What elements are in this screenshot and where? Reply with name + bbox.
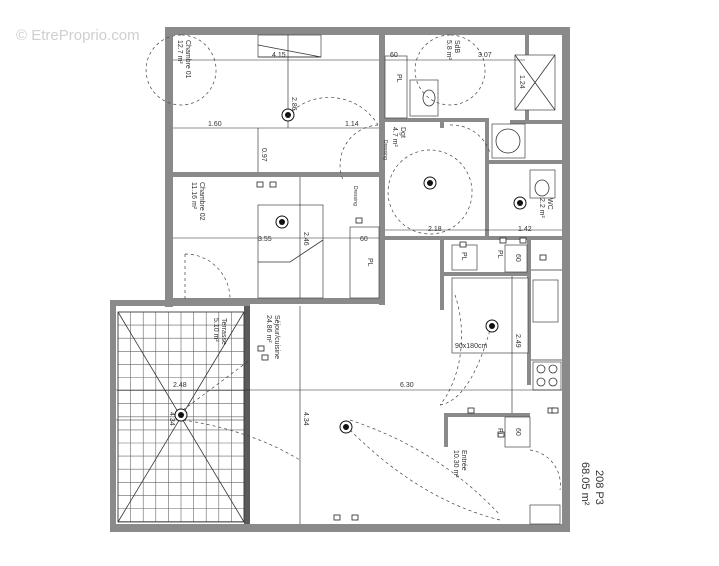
closet-5: [504, 416, 531, 448]
door-swings: [145, 34, 561, 521]
dim-text: 2.18: [428, 226, 442, 233]
dim-text: 1.24: [518, 75, 525, 89]
electrical-outlet: [499, 237, 507, 244]
pl-label: PL: [366, 258, 373, 267]
entrance-cabinet: [529, 504, 561, 525]
ceiling-light: [423, 176, 437, 190]
room-area-sejour: 24.86 m²: [265, 315, 272, 343]
apartment-id: 208 P3: [593, 470, 605, 505]
misc-labels: PL PL PL PL PL 90x180cm Dressing Dressin…: [352, 74, 503, 437]
dim-text: 1.42: [518, 226, 532, 233]
apartment-area: 68.05 m²: [579, 462, 591, 506]
dimension-lines: [116, 35, 562, 524]
room-name-chambre2: Chambre 02: [198, 182, 205, 221]
dim-text: 1.60: [208, 121, 222, 128]
pl-label: PL: [460, 252, 467, 261]
dressing-label: Dressing: [352, 186, 358, 206]
dim-text: 60: [514, 254, 521, 262]
electrical-outlet: [261, 354, 269, 361]
dimension-texts: 4.15 1.60 1.14 2.86 0.97 60 3.07 1.24 3.…: [168, 52, 532, 436]
kitchen-sink: [532, 279, 559, 323]
pl-label: PL: [496, 428, 503, 437]
electrical-outlet: [551, 407, 559, 414]
room-area-terrasse: 5.10 m²: [212, 318, 219, 342]
electrical-outlet: [467, 407, 475, 414]
bed-chambre1: [257, 34, 322, 58]
apartment-label: 208 P3 68.05 m²: [579, 462, 605, 506]
room-name-chambre1: Chambre 01: [184, 40, 191, 79]
room-name-sejour: Séjour/cuisine: [273, 315, 280, 359]
fixtures: [257, 34, 562, 525]
outlets: [256, 181, 559, 521]
dressing-label: Dressing: [382, 140, 388, 160]
pl-label: PL: [395, 74, 402, 83]
electrical-outlet: [519, 237, 527, 244]
wc-toilet: [529, 169, 556, 199]
outer-walls: [110, 27, 570, 532]
electrical-outlet: [351, 514, 359, 521]
dim-text: 2.48: [173, 382, 187, 389]
electrical-outlet: [256, 181, 264, 188]
dim-text: 2.86: [290, 97, 297, 111]
ceiling-light: [281, 108, 295, 122]
dim-text: 60: [360, 236, 368, 243]
washing-machine: [491, 123, 526, 159]
cooktop: [532, 361, 562, 391]
bathroom-sink: [409, 79, 439, 117]
watermark: © EtreProprio.com: [16, 27, 140, 44]
room-name-entree: Entrée: [460, 450, 467, 471]
room-area-degt: 4.7 m²: [391, 127, 398, 148]
closet-4: [504, 244, 528, 273]
room-area-wc: 2.2 m²: [538, 198, 545, 219]
closet-1: [384, 55, 408, 119]
room-name-sdb: SdB: [453, 40, 460, 54]
room-name-wc: WC: [546, 198, 553, 210]
inner-walls: [173, 35, 562, 524]
electrical-outlet: [355, 217, 363, 224]
dim-text: 4.34: [168, 412, 175, 426]
ceiling-light: [485, 319, 499, 333]
room-name-terrasse: Terrasse: [220, 318, 227, 345]
electrical-outlet: [333, 514, 341, 521]
closet-2: [349, 226, 380, 299]
dim-text: 2.46: [302, 232, 309, 246]
electrical-outlet: [497, 431, 505, 438]
room-area-entree: 10.30 m²: [452, 450, 459, 478]
dim-text: 60: [390, 52, 398, 59]
closet-3: [451, 244, 478, 271]
terrace-frame: [117, 311, 245, 523]
light-fixtures: [174, 108, 527, 434]
shower-size-label: 90x180cm: [455, 343, 487, 350]
ceiling-light: [174, 408, 188, 422]
electrical-outlet: [257, 345, 265, 352]
bed-chambre2: [257, 204, 324, 299]
dim-text: 60: [514, 428, 521, 436]
shower-tray: [451, 277, 529, 354]
ceiling-light: [513, 196, 527, 210]
dim-text: 6.30: [400, 382, 414, 389]
ceiling-light: [339, 420, 353, 434]
electrical-outlet: [269, 181, 277, 188]
dim-text: 2.49: [514, 334, 521, 348]
ceiling-light: [275, 215, 289, 229]
dim-text: 4.15: [272, 52, 286, 59]
dim-text: 3.07: [478, 52, 492, 59]
dim-text: 1.14: [345, 121, 359, 128]
pl-label: PL: [496, 250, 503, 259]
room-labels: Chambre 01 12.7 m² Chambre 02 11.16 m² S…: [176, 40, 553, 478]
room-area-chambre1: 12.7 m²: [176, 40, 183, 64]
room-area-sdb: 5.8 m²: [445, 40, 452, 61]
dim-text: 0.97: [260, 148, 267, 162]
dim-text: 3.55: [258, 236, 272, 243]
dim-text: 4.34: [302, 412, 309, 426]
room-name-degt: Dgt: [399, 127, 406, 138]
room-area-chambre2: 11.16 m²: [190, 182, 197, 210]
terrace-grid: [117, 311, 245, 523]
electrical-outlet: [539, 254, 547, 261]
electrical-outlet: [459, 241, 467, 248]
